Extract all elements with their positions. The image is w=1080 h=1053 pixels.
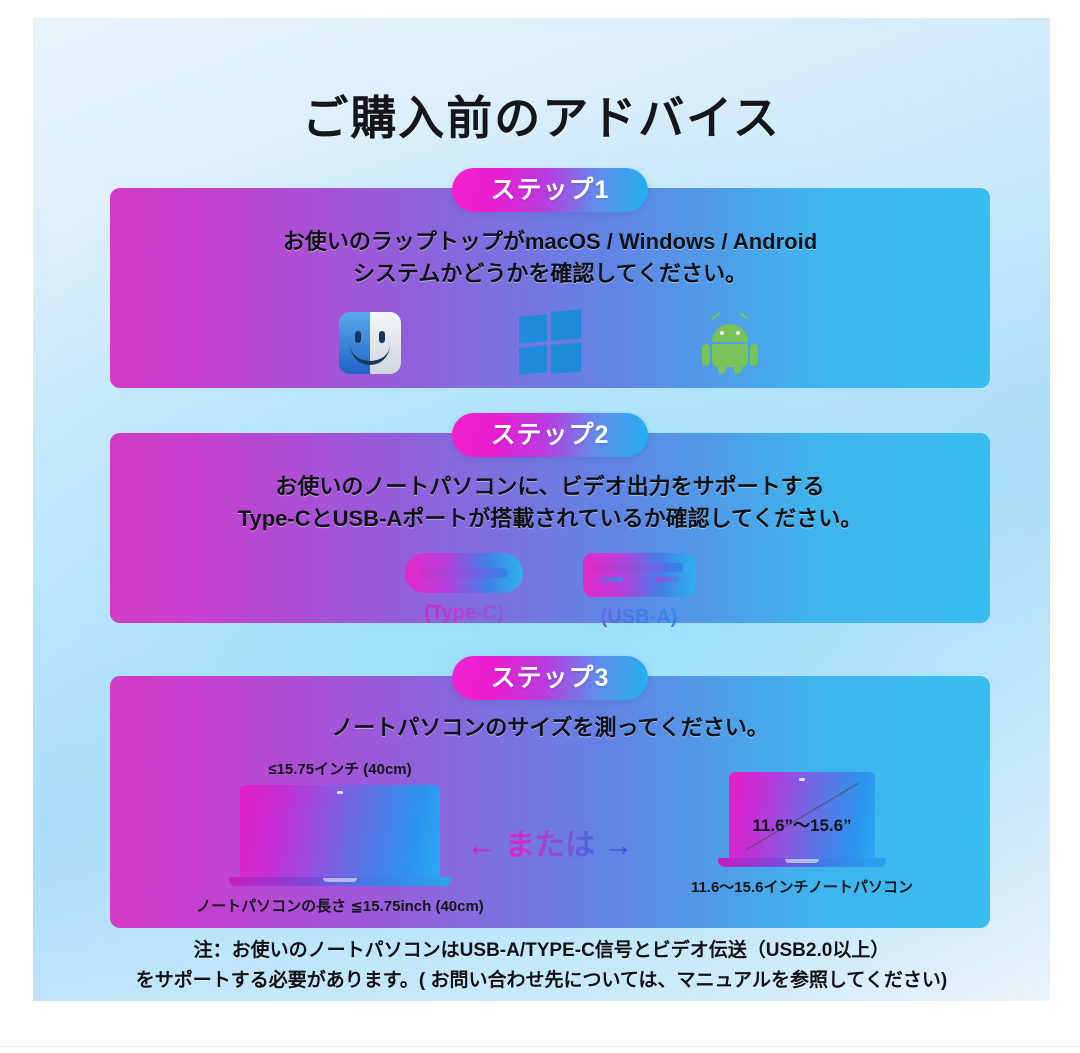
step-2-line-1: お使いのノートパソコンに、ビデオ出力をサポートする — [275, 474, 825, 499]
laptop-left-group: ≤15.75インチ (40cm) ノートパソコンの長さ ≦15.75inch (… — [190, 758, 490, 916]
laptop-comparison: ≤15.75インチ (40cm) ノートパソコンの長さ ≦15.75inch (… — [112, 758, 988, 918]
laptop-right-caption-bottom: 11.6〜15.6インチノートパソコン — [690, 878, 914, 896]
laptop-left-caption-bottom: ノートパソコンの長さ ≦15.75inch (40cm) — [196, 897, 484, 915]
footer-note: 注：お使いのノートパソコンはUSB-A/TYPE-C信号とビデオ伝送（USB2.… — [33, 936, 1050, 997]
step-1-line-2: システムかどうかを確認してください。 — [352, 260, 748, 286]
step-2-section: ステップ2 お使いのノートパソコンに、ビデオ出力をサポートする Type-CとU… — [110, 413, 990, 628]
usb-a-port-group: (USB-A) — [583, 553, 695, 629]
step-1-line-1: お使いのラップトップがmacOS / Windows / Android — [282, 229, 818, 254]
step-1-badge: ステップ1 — [452, 168, 648, 212]
step-3-line-1: ノートパソコンのサイズを測ってください。 — [331, 715, 769, 740]
or-separator-text: ← または → — [467, 820, 634, 864]
type-c-port-group: (Type-C) — [405, 553, 523, 629]
usb-type-c-port-icon — [405, 553, 523, 593]
laptop-right-group: 11.6”〜15.6” 11.6〜15.6インチノートパソコン — [652, 772, 952, 897]
step-1-box: ステップ1 お使いのラップトップがmacOS / Windows / Andro… — [110, 168, 990, 388]
usb-type-a-port-icon — [583, 553, 695, 597]
footer-line-1: 注：お使いのノートパソコンはUSB-A/TYPE-C信号とビデオ伝送（USB2.… — [193, 940, 890, 961]
step-1-section: ステップ1 お使いのラップトップがmacOS / Windows / Andro… — [110, 168, 990, 388]
screen-diagonal-line — [743, 782, 861, 852]
footer-line-2: をサポートする必要があります。( お問い合わせ先については、マニュアルを参照して… — [135, 970, 948, 992]
usb-a-label: (USB-A) — [583, 606, 695, 629]
laptop-left-caption-top: ≤15.75インチ (40cm) — [268, 760, 412, 778]
step-3-box: ステップ3 ノートパソコンのサイズを測ってください。 ≤15.75インチ (40… — [110, 656, 990, 928]
laptop-right-screen-size: 11.6”〜15.6” — [752, 816, 852, 836]
page-title: ご購入前のアドバイス — [302, 92, 781, 144]
bottom-divider — [0, 1046, 1080, 1047]
step-3-text: ノートパソコンのサイズを測ってください。 — [112, 712, 988, 744]
advice-card: ご購入前のアドバイス ステップ1 お使いのラップトップがmacOS / Wind… — [33, 18, 1050, 1001]
step-3-section: ステップ3 ノートパソコンのサイズを測ってください。 ≤15.75インチ (40… — [110, 656, 990, 928]
step-1-text: お使いのラップトップがmacOS / Windows / Android システ… — [112, 226, 988, 290]
laptop-left-illustration — [229, 785, 451, 886]
type-c-label: (Type-C) — [405, 602, 523, 625]
macos-finder-icon — [339, 311, 401, 374]
step-2-text: お使いのノートパソコンに、ビデオ出力をサポートする Type-CとUSB-Aポー… — [112, 471, 988, 535]
port-icon-row: (Type-C) (USB-A) — [112, 553, 988, 629]
step-2-line-2: Type-CとUSB-Aポートが搭載されているか確認してください。 — [237, 505, 863, 531]
os-icon-row — [112, 309, 988, 376]
windows-logo-icon — [519, 309, 581, 376]
step-2-box: ステップ2 お使いのノートパソコンに、ビデオ出力をサポートする Type-CとU… — [110, 413, 990, 628]
step-2-badge: ステップ2 — [452, 413, 648, 457]
laptop-right-illustration: 11.6”〜15.6” — [718, 772, 886, 867]
step-3-badge: ステップ3 — [452, 656, 648, 700]
android-robot-icon — [699, 311, 761, 374]
